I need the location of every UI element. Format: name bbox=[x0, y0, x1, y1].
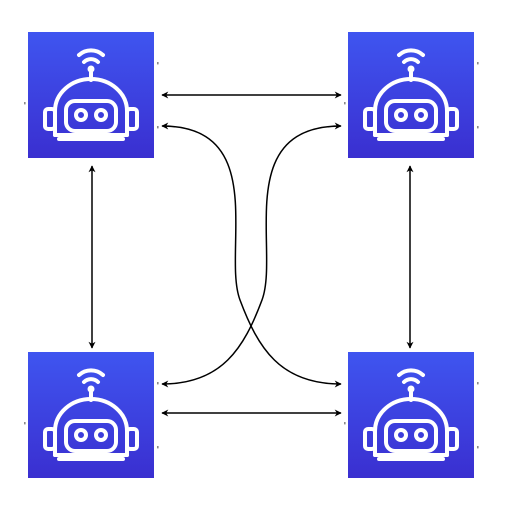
robot-bottom-right bbox=[344, 352, 479, 478]
port-mark bbox=[157, 62, 159, 65]
port-mark bbox=[157, 446, 159, 449]
robot-bottom-left bbox=[24, 352, 159, 478]
port-mark bbox=[157, 126, 159, 129]
port-mark bbox=[344, 102, 346, 105]
connector-robot-top-right-to-robot-bottom-left bbox=[161, 122, 342, 388]
robot-top-left bbox=[24, 32, 159, 158]
port-mark bbox=[344, 422, 346, 425]
port-mark bbox=[477, 446, 479, 449]
robots-layer bbox=[24, 32, 479, 478]
port-mark bbox=[24, 422, 26, 425]
robot-top-right bbox=[344, 32, 479, 158]
port-mark bbox=[477, 62, 479, 65]
port-mark bbox=[477, 126, 479, 129]
port-mark bbox=[157, 382, 159, 385]
connector-robot-top-left-to-robot-bottom-right bbox=[161, 122, 342, 388]
port-mark bbox=[24, 102, 26, 105]
connections-layer bbox=[88, 91, 414, 417]
port-mark bbox=[477, 382, 479, 385]
